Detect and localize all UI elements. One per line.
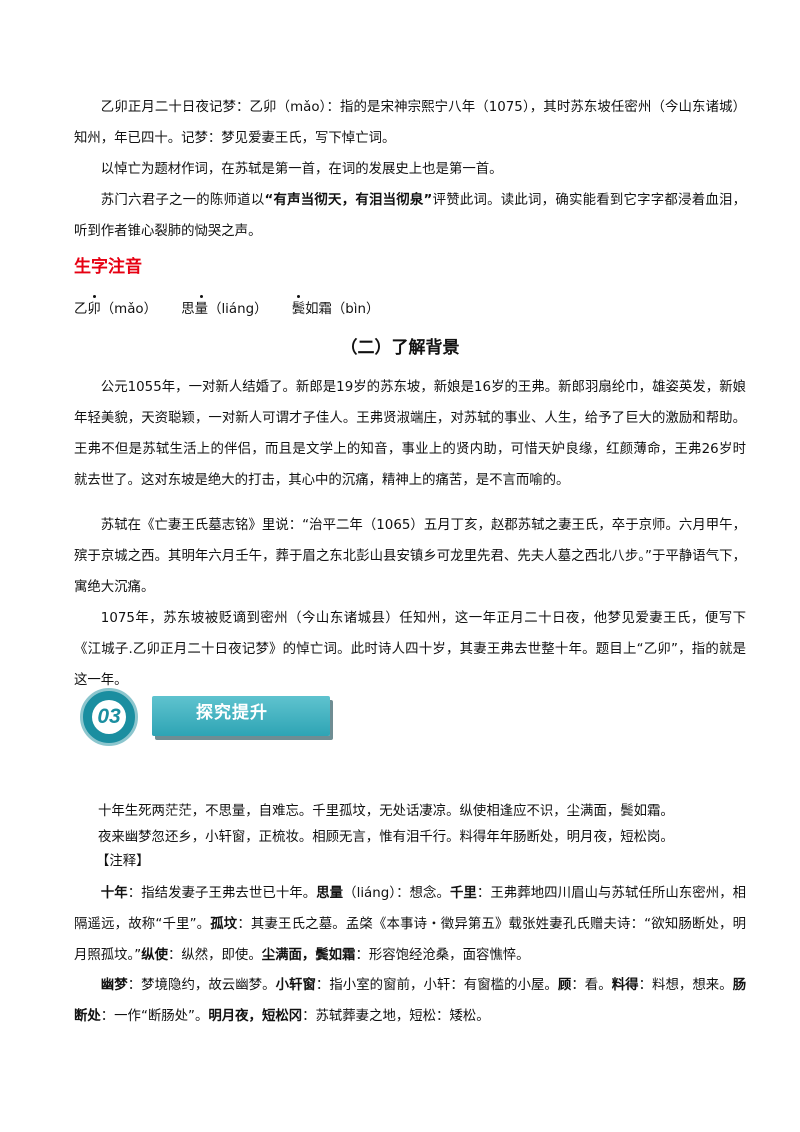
banner-label: 探究提升 <box>196 703 268 723</box>
note-text: ：其妻王氏之墓。孟棨《本事诗・徵异第五》载张姓妻孔氏赠夫诗：“欲知肠断处，明月照… <box>74 917 747 963</box>
note-term: 小轩窗 <box>275 978 316 993</box>
pronunciation-row: 乙卯（mǎo） 思量（liáng） 鬓如霜（bìn） <box>74 295 399 324</box>
note-term: 肠断处 <box>74 978 747 1024</box>
pinyin: （mǎo） <box>100 302 158 317</box>
note-text: ：一作“断肠处”。 <box>100 1009 209 1024</box>
note-text: ：料想，想来。 <box>638 978 733 993</box>
pinyin: （bìn） <box>331 302 380 317</box>
note-term: 孤坟 <box>210 917 238 932</box>
emphasis-dot-char: 鬓 <box>292 295 305 324</box>
note-term: 明月夜，短松冈 <box>208 1009 303 1024</box>
pinyin: （liáng） <box>208 302 268 317</box>
background-paragraph-1: 公元1055年，一对新人结婚了。新郎是19岁的苏东坡，新娘是16岁的王弗。新郎羽… <box>74 380 746 488</box>
background-paragraph-2: 苏轼在《亡妻王氏墓志铭》里说：“治平二年（1065）五月丁亥，赵郡苏轼之妻王氏，… <box>74 518 746 595</box>
note-text: ：纵然，即使。 <box>167 948 262 963</box>
note-term: 料得 <box>611 978 639 993</box>
pron-item-liang: 思量（liáng） <box>181 295 268 324</box>
emphasis-dot-char: 量 <box>195 295 208 324</box>
note-term: 纵使 <box>141 948 168 963</box>
banner-bar: 探究提升 <box>152 696 330 736</box>
notes-paragraph-1: 十年：指结发妻子王弗去世已十年。思量（liáng）：想念。千里：王弗葬地四川眉山… <box>74 878 746 971</box>
pron-item-bin: 鬓如霜（bìn） <box>292 295 380 324</box>
intro-p3-pre: 苏门六君子之一的陈师道以 <box>100 193 265 208</box>
note-term: 顾 <box>557 978 572 993</box>
emphasis-dot-char: 卯 <box>87 295 101 324</box>
intro-p3-post: 评赞此词。读此词，确实能看到它字字都浸着血泪，听到作者锥心裂肺的恸哭之声。 <box>74 193 746 239</box>
note-text: （liáng）：想念。 <box>343 886 450 901</box>
intro-paragraph-1: 乙卯正月二十日夜记梦：乙卯（mǎo）：指的是宋神宗熙宁八年（1075），其时苏东… <box>74 100 746 146</box>
background-section-title: （二）了解背景 <box>340 338 460 358</box>
note-term: 幽梦 <box>100 978 128 993</box>
intro-p3-quote: “有声当彻天，有泪当彻泉” <box>264 193 433 208</box>
notes-paragraph-2: 幽梦：梦境隐约，故云幽梦。小轩窗：指小室的窗前，小轩：有窗槛的小屋。顾：看。料得… <box>74 970 746 1032</box>
pron-item-mao: 乙卯（mǎo） <box>74 295 158 324</box>
note-text: ：苏轼葬妻之地，短松：矮松。 <box>302 1009 490 1024</box>
note-text: ：看。 <box>571 978 612 993</box>
note-term: 千里 <box>449 886 477 901</box>
note-text: ：王弗葬地四川眉山与苏轼任所山东密州，相隔遥远，故称“千里”。 <box>74 886 747 932</box>
intro-paragraph-3: 苏门六君子之一的陈师道以“有声当彻天，有泪当彻泉”评赞此词。读此词，确实能看到它… <box>74 185 746 247</box>
note-term: 尘满面，鬓如霜 <box>261 948 356 963</box>
poem-line-2: 夜来幽梦忽还乡，小轩窗，正梳妆。相顾无言，惟有泪千行。料得年年肠断处，明月夜，短… <box>98 830 674 845</box>
note-text: ：指小室的窗前，小轩：有窗槛的小屋。 <box>315 978 558 993</box>
note-text: ：形容饱经沧桑，面容憔悴。 <box>355 948 530 963</box>
poem-line-1: 十年生死两茫茫，不思量，自难忘。千里孤坟，无处话凄凉。纵使相逢应不识，尘满面，鬓… <box>98 804 674 819</box>
banner-number: 03 <box>97 705 121 728</box>
note-term: 思量 <box>316 886 344 901</box>
banner-number-badge: 03 <box>80 688 138 746</box>
background-paragraph-3: 1075年，苏东坡被贬谪到密州（今山东诸城县）任知州，这一年正月二十日夜，他梦见… <box>74 611 746 688</box>
note-term: 十年 <box>100 886 128 901</box>
pronunciation-heading: 生字注音 <box>74 257 142 277</box>
intro-paragraph-2: 以悼亡为题材作词，在苏轼是第一首，在词的发展史上也是第一首。 <box>100 162 503 177</box>
note-text: ：梦境隐约，故云幽梦。 <box>127 978 276 993</box>
notes-tag: 【注释】 <box>96 854 150 869</box>
note-text: ：指结发妻子王弗去世已十年。 <box>127 886 317 901</box>
section-banner: 探究提升 03 <box>80 688 340 748</box>
